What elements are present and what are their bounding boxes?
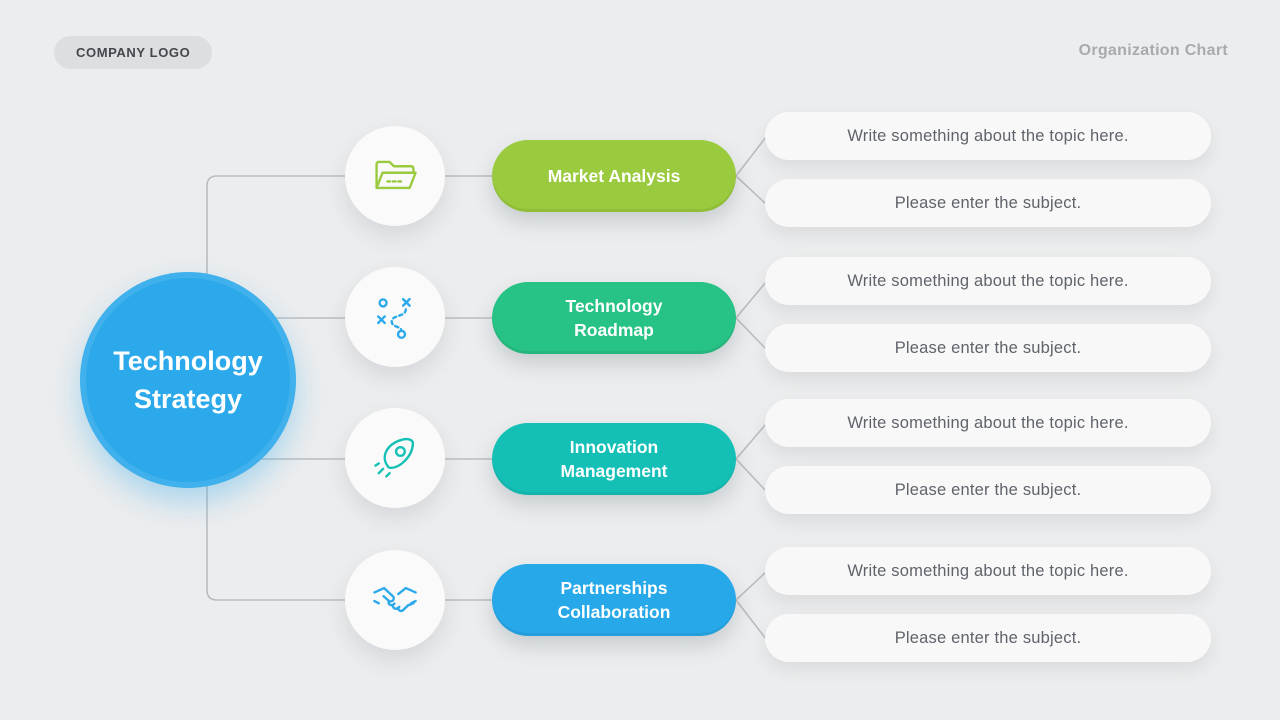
subject-note-pill: Please enter the subject. [765, 614, 1211, 662]
topic-note-pill: Write something about the topic here. [765, 257, 1211, 305]
branch-pill: Partnerships Collaboration [492, 564, 736, 636]
branch-icon-circle [345, 408, 445, 508]
handshake-icon [373, 586, 417, 613]
branch-pill: Innovation Management [492, 423, 736, 495]
rocket-icon [374, 437, 415, 478]
branch-pill: Market Analysis [492, 140, 736, 212]
company-logo: COMPANY LOGO [54, 36, 213, 69]
branch-pill: Technology Roadmap [492, 282, 736, 354]
topic-note-pill: Write something about the topic here. [765, 112, 1211, 160]
branch-icon-circle [345, 267, 445, 367]
subject-note-pill: Please enter the subject. [765, 466, 1211, 514]
page-title: Organization Chart [1078, 42, 1228, 59]
folder-icon [375, 160, 417, 190]
subject-note-pill: Please enter the subject. [765, 179, 1211, 227]
branch-icon-circle [345, 126, 445, 226]
root-node: Technology Strategy [80, 272, 296, 488]
branch-icon-circle [345, 550, 445, 650]
topic-note-pill: Write something about the topic here. [765, 547, 1211, 595]
subject-note-pill: Please enter the subject. [765, 324, 1211, 372]
topic-note-pill: Write something about the topic here. [765, 399, 1211, 447]
tactics-icon [377, 297, 411, 339]
